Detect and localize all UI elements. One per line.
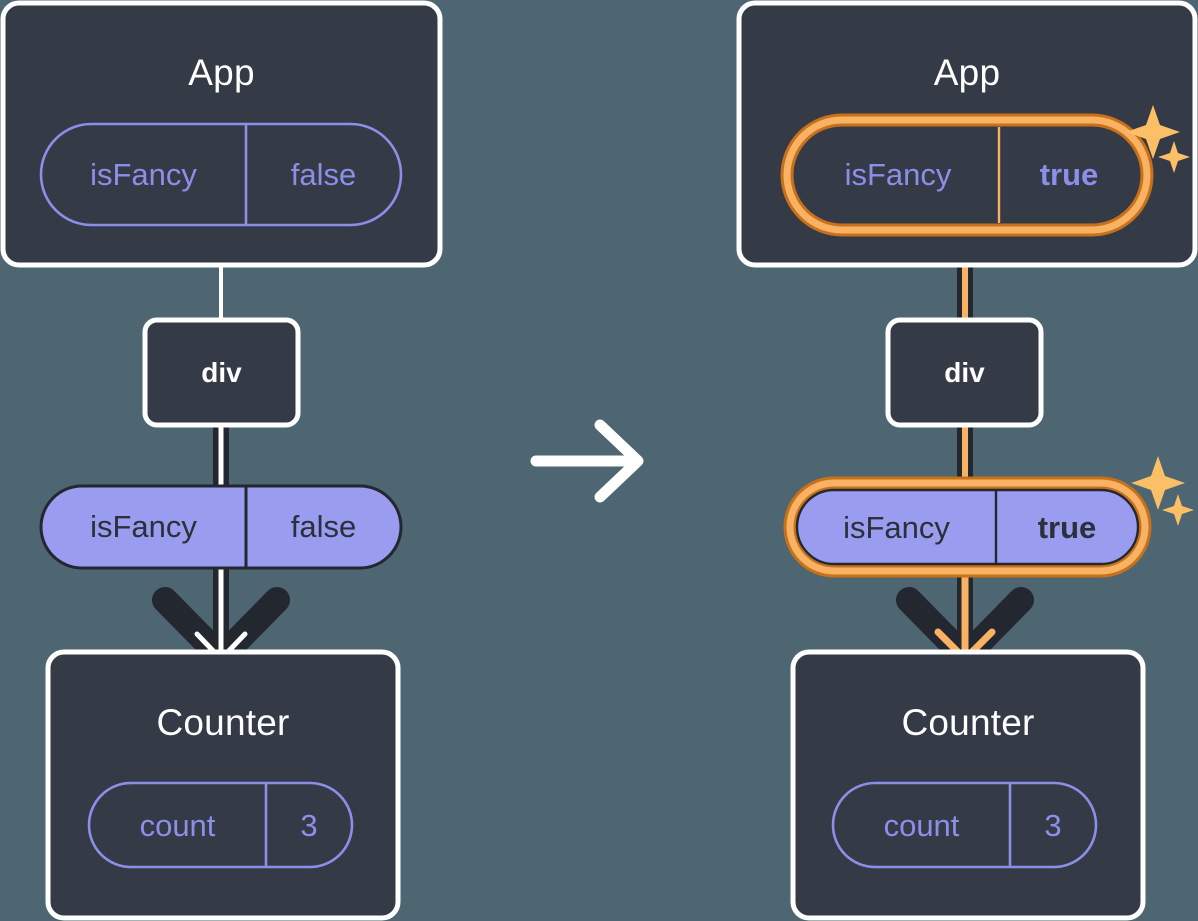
card-counter-right[interactable]	[790, 649, 1146, 921]
card-app-left[interactable]	[0, 0, 443, 268]
sparkle-icon-props-right	[1131, 456, 1194, 526]
card-div-left[interactable]	[142, 317, 301, 428]
pill-app-prop-right-ring[interactable]	[783, 116, 1151, 234]
pill-counter-state-left[interactable]	[87, 781, 354, 869]
card-app-right[interactable]	[736, 0, 1198, 268]
pill-props-left[interactable]	[39, 484, 403, 570]
sparkle-icon-app-right	[1126, 105, 1190, 173]
pill-counter-state-right[interactable]	[831, 781, 1098, 869]
card-div-right[interactable]	[885, 317, 1044, 428]
pill-app-prop-left[interactable]	[39, 122, 403, 227]
transition-arrow-icon	[530, 419, 644, 503]
pill-props-right[interactable]	[795, 488, 1140, 566]
card-counter-left[interactable]	[45, 649, 401, 921]
pill-props-right-ring	[786, 479, 1149, 575]
